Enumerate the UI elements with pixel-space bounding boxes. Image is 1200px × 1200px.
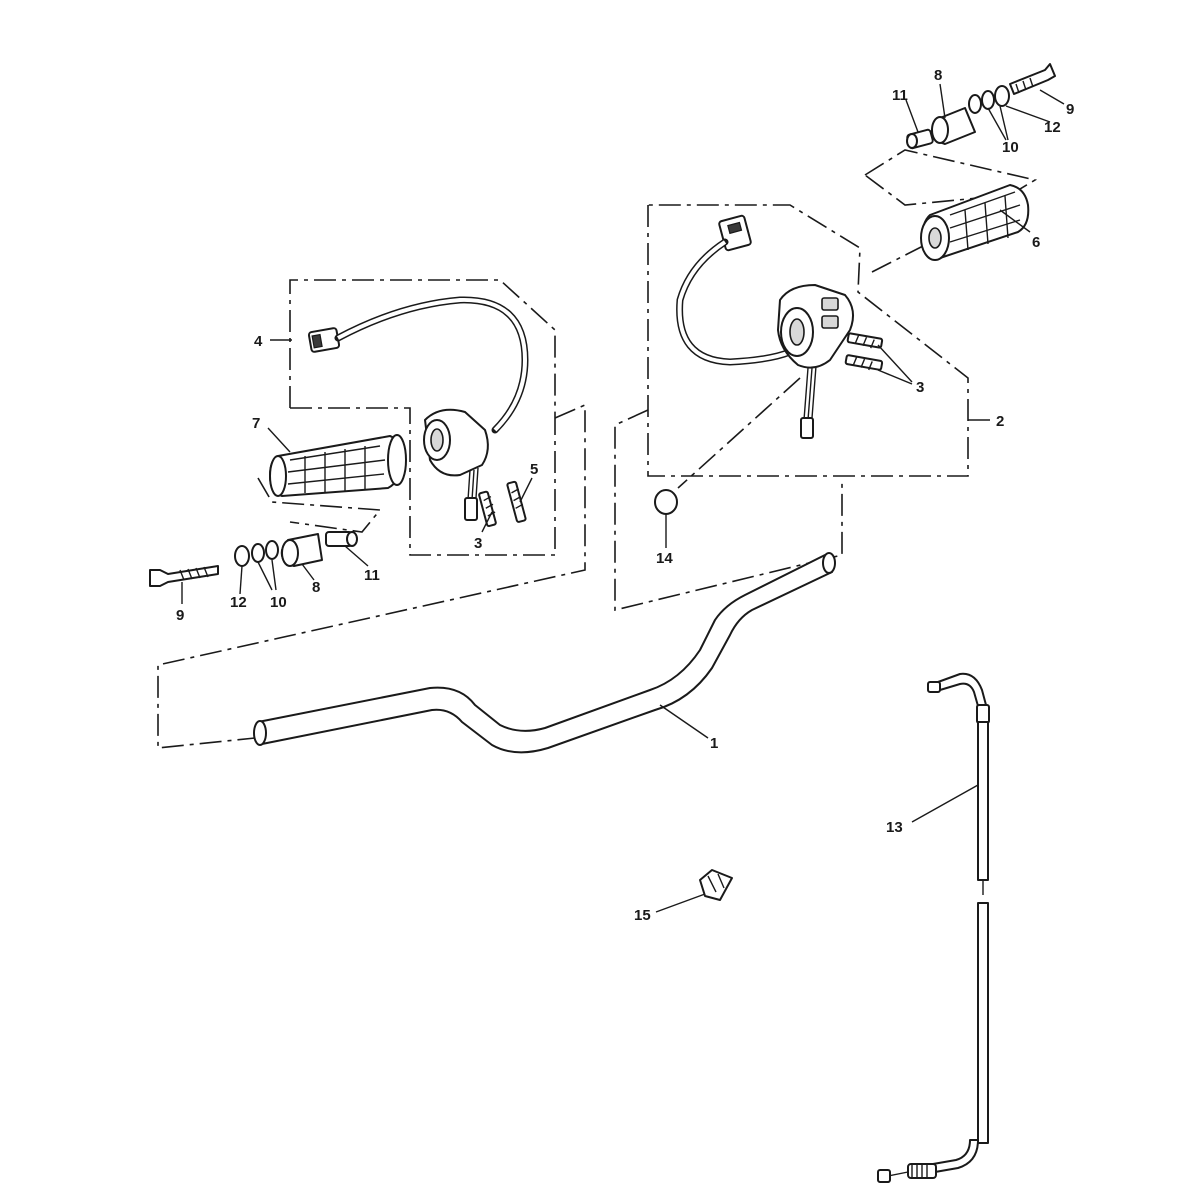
right-bolt-thread	[1015, 77, 1034, 94]
assembly-outlines	[157, 149, 1038, 749]
left-switch-cable	[334, 296, 529, 434]
callout-9-left: 9	[176, 607, 184, 624]
cable-upper-sheath	[977, 721, 989, 881]
left-connector-tip	[311, 333, 323, 349]
left-washer-3	[265, 540, 279, 560]
right-bar-outline	[614, 409, 843, 612]
left-switch-outline	[289, 279, 556, 418]
right-end-hardware	[906, 63, 1056, 150]
left-wire-connector	[464, 497, 478, 521]
cable-upper-fitting	[937, 672, 987, 707]
callout-3-left: 3	[474, 535, 482, 552]
callout-15: 15	[634, 907, 651, 924]
left-grip-pattern	[287, 445, 386, 493]
right-grip-bore	[928, 227, 942, 249]
left-switch-cable-inner	[337, 297, 528, 432]
callout-6: 6	[1032, 234, 1040, 251]
handlebar-tube	[257, 554, 833, 754]
left-switch-assembly	[307, 296, 529, 528]
callout-8-right: 8	[934, 67, 942, 84]
cable-end-nipple-top	[927, 681, 941, 693]
left-grip-guide	[257, 477, 382, 533]
right-end-weight-face	[931, 116, 949, 144]
right-weight-guide	[864, 149, 1038, 206]
left-switch-wires	[467, 467, 479, 501]
callout-3-right: 3	[916, 379, 924, 396]
callout-5: 5	[530, 461, 538, 478]
callout-12-left: 12	[230, 594, 247, 611]
left-insert-head	[346, 531, 358, 547]
right-switch-cable	[676, 238, 794, 366]
callout-14: 14	[656, 550, 673, 567]
cable-clip	[699, 869, 733, 901]
right-grip-axis	[871, 244, 926, 273]
callout-10-right: 10	[1002, 139, 1019, 156]
left-screw-short	[478, 490, 497, 528]
callout-12-right: 12	[1044, 119, 1061, 136]
cable-adjuster-top	[976, 704, 990, 724]
callout-4: 4	[254, 333, 263, 350]
right-switch-button	[821, 297, 839, 311]
left-switch-bore-inner	[430, 428, 444, 452]
right-wire-connector	[800, 417, 814, 439]
callout-7: 7	[252, 415, 260, 432]
left-grip	[269, 434, 407, 497]
cable-adjuster-thread	[911, 1164, 928, 1178]
callout-11-right: 11	[892, 87, 908, 104]
plug	[654, 489, 678, 515]
handlebar-left-end	[253, 720, 267, 746]
cable-lower-bend	[932, 1139, 979, 1173]
left-bolt	[149, 565, 219, 587]
cable-inner-wire	[887, 1171, 909, 1177]
right-washer-1	[968, 94, 982, 114]
callout-8-left: 8	[312, 579, 320, 596]
clip-detail	[707, 873, 725, 893]
callout-10-left: 10	[270, 594, 287, 611]
right-switch-button-2	[821, 315, 839, 329]
right-switch-cable-inner	[677, 240, 791, 365]
right-switch-bore-inner	[789, 318, 805, 346]
right-bolt	[1009, 63, 1056, 95]
left-bolt-thread	[179, 566, 209, 581]
throttle-cable	[877, 672, 990, 1183]
right-switch-assembly	[676, 214, 884, 439]
leader-lines	[181, 83, 1065, 913]
left-end-weight-face	[281, 539, 299, 567]
callout-1: 1	[710, 735, 718, 752]
callout-numbers: 1 2 3 3 4 5 6 7 8 8 9 9 10 10 11 11 12 1…	[176, 67, 1074, 924]
handlebar-right-end	[822, 552, 836, 574]
left-switch-lower-outline	[290, 407, 556, 556]
right-washer-3	[994, 85, 1010, 107]
left-bar-outline	[157, 403, 586, 749]
right-insert-face	[906, 133, 918, 149]
plug-axis	[677, 377, 801, 489]
right-switch-outline	[647, 204, 969, 477]
handlebar	[253, 552, 836, 754]
callout-13: 13	[886, 819, 903, 836]
left-washer-1	[234, 545, 250, 567]
callout-11-left: 11	[364, 567, 380, 584]
right-washer-2	[981, 90, 995, 110]
callout-9-right: 9	[1066, 101, 1074, 118]
right-grip-pattern	[949, 191, 1021, 251]
right-connector-tip	[727, 221, 743, 235]
left-end-hardware	[149, 531, 358, 587]
left-grip-end	[269, 455, 287, 497]
right-switch-wires	[803, 365, 817, 421]
right-screw-upper	[846, 332, 884, 349]
cable-end-nipple-bottom	[877, 1169, 891, 1183]
plug-body	[654, 489, 678, 515]
left-washer-2	[251, 543, 265, 563]
left-grip-flange	[387, 434, 407, 486]
right-grip	[920, 184, 1030, 261]
cable-lower-sheath	[977, 902, 989, 1144]
clip-body	[699, 869, 733, 901]
right-screw-lower	[844, 354, 884, 371]
left-screw-long	[506, 480, 527, 523]
callout-2: 2	[996, 413, 1004, 430]
